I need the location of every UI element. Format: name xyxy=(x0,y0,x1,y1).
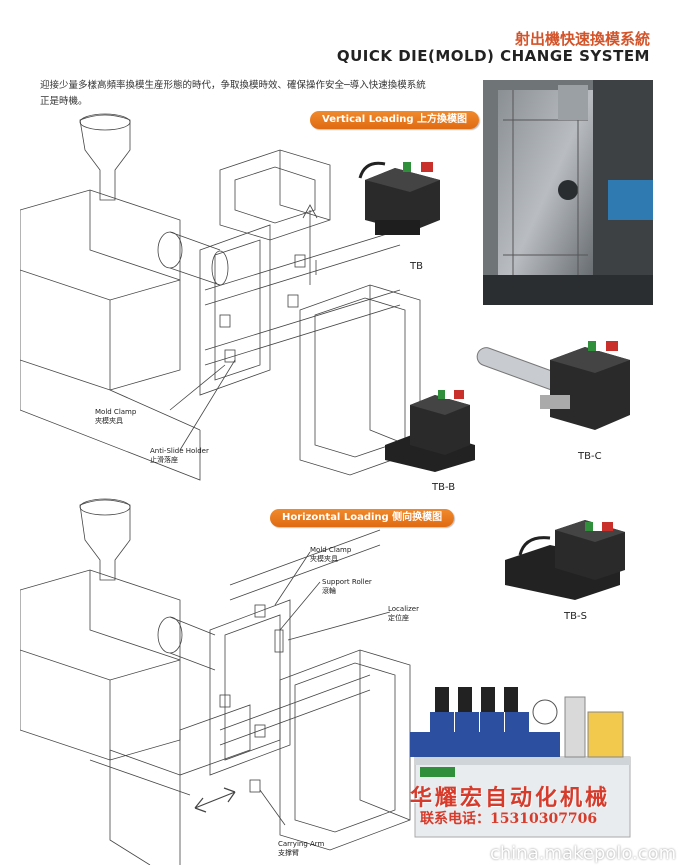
tb-label: TB xyxy=(410,261,423,272)
watermark-text: china.makepolo.com xyxy=(490,843,677,864)
callout-carrying-arm: Carrying Arm 支撑臂 xyxy=(278,840,324,858)
page-title-en: QUICK DIE(MOLD) CHANGE SYSTEM xyxy=(336,47,650,65)
callout-mold-clamp-2: Mold Clamp 夾模夾具 xyxy=(310,546,351,564)
callout-localizer: Localizer 定位座 xyxy=(388,605,419,623)
contact-phone: 联系电话：15310307706 xyxy=(420,811,598,827)
tb-clamp-image xyxy=(358,161,440,235)
callout-mold-clamp-en: Mold Clamp xyxy=(95,408,137,416)
tbc-clamp-image xyxy=(476,341,630,430)
callout-localizer-cn: 定位座 xyxy=(388,614,409,622)
horizontal-loading-label: Horizontal Loading 侧向换模图 xyxy=(270,509,455,527)
callout-carrying-arm-cn: 支撑臂 xyxy=(278,849,299,857)
callout-localizer-en: Localizer xyxy=(388,605,419,613)
vertical-loading-label: Vertical Loading 上方換模图 xyxy=(310,111,480,129)
tbb-label: TB-B xyxy=(432,482,456,493)
callout-support-roller: Support Roller 滾輪 xyxy=(322,578,372,596)
tbs-clamp-image xyxy=(505,520,625,600)
page-title-cn: 射出機快速換模系統 xyxy=(514,30,650,48)
tbs-label: TB-S xyxy=(564,611,587,622)
hydraulic-unit-image xyxy=(410,687,631,838)
callout-mold-clamp-cn: 夾模夾具 xyxy=(95,417,123,425)
callout-anti-slide-cn: 止滑落座 xyxy=(150,456,178,464)
callout-support-roller-cn: 滾輪 xyxy=(322,587,336,595)
callout-mold-clamp2-en: Mold Clamp xyxy=(310,546,352,554)
callout-mold-clamp2-cn: 夾模夾具 xyxy=(310,555,338,563)
callout-support-roller-en: Support Roller xyxy=(322,578,372,586)
callout-anti-slide-holder: Anti-Slide Holder 止滑落座 xyxy=(150,447,209,465)
callout-anti-slide-en: Anti-Slide Holder xyxy=(150,447,209,455)
horizontal-loading-text: Horizontal Loading 侧向换模图 xyxy=(282,512,443,523)
callout-mold-clamp: Mold Clamp 夾模夾具 xyxy=(95,408,136,426)
intro-line-2: 正是時機。 xyxy=(40,96,88,107)
tbc-label: TB-C xyxy=(578,451,602,462)
vertical-loading-text: Vertical Loading 上方換模图 xyxy=(322,114,468,125)
callout-carrying-arm-en: Carrying Arm xyxy=(278,840,325,848)
machine-photo xyxy=(483,80,653,305)
tbb-clamp-image xyxy=(385,390,475,472)
intro-text: 迎接少量多樣高頻率換模生産形態的時代，争取換模時效、確保操作安全─導入快速換模系… xyxy=(40,78,470,110)
company-brand: 华耀宏自动化机械 xyxy=(410,785,611,811)
intro-line-1: 迎接少量多樣高頻率換模生産形態的時代，争取換模時效、確保操作安全─導入快速換模系… xyxy=(40,80,426,91)
horizontal-loading-diagram xyxy=(20,498,411,865)
